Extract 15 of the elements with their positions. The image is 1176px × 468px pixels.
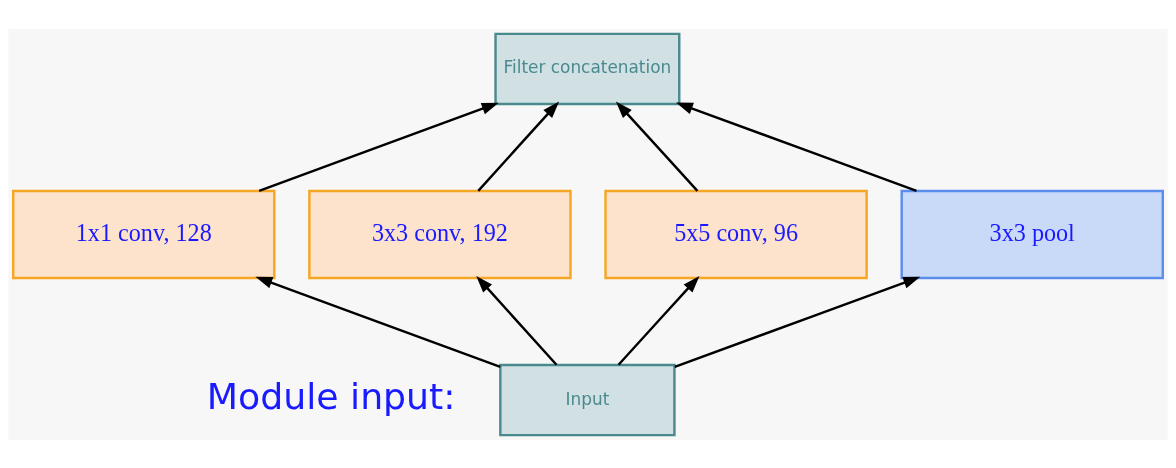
node-box: 3x3 conv, 192	[308, 189, 572, 279]
node-box: 1x1 conv, 128	[12, 189, 276, 279]
arrow	[255, 276, 501, 368]
node-box: 3x3 pool	[900, 189, 1164, 279]
arrow	[477, 100, 560, 192]
node-box: Input	[499, 363, 676, 436]
node-box: 5x5 conv, 96	[604, 189, 868, 279]
arrow	[617, 275, 700, 365]
arrow	[674, 276, 921, 368]
arrow	[675, 102, 917, 192]
arrow	[615, 100, 699, 192]
node-box: Filter concatenation	[494, 32, 681, 105]
arrow	[476, 275, 558, 365]
arrow	[258, 102, 499, 192]
label: Module input:	[206, 374, 456, 418]
